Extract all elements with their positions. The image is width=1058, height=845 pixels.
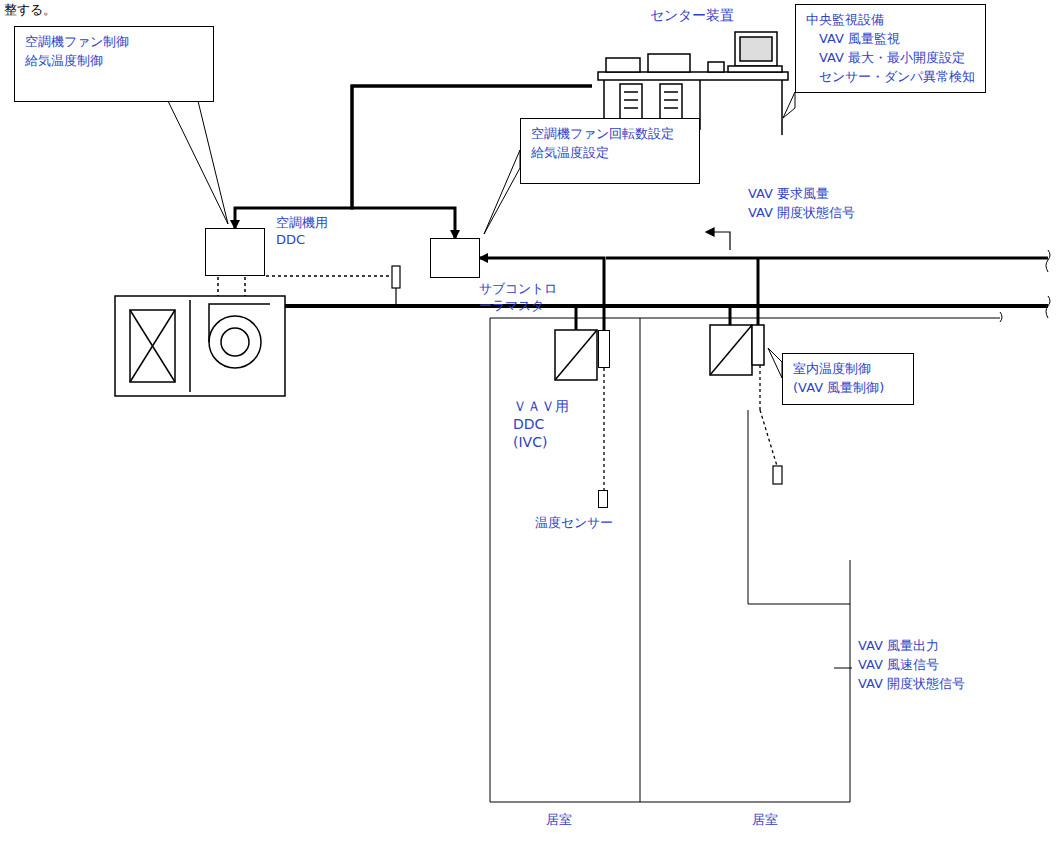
callout-text: 室内温度制御 (VAV 風量制御) (793, 360, 903, 398)
control-wire (218, 276, 392, 296)
duct (285, 250, 1050, 330)
air-handler (115, 296, 285, 396)
controller-label: サブコントローラマスタ (479, 281, 562, 315)
center-device: センター装置 (592, 6, 792, 136)
callout-box: 中央監視設備VAV 風量監視VAV 最大・最小開度設定センサー・ダンパ異常検知 (795, 4, 986, 93)
callout-text: VAV 風量監視 (806, 30, 975, 49)
room-label: 居室 (752, 812, 778, 829)
callout-text: 空調機ファン制御 (25, 33, 203, 52)
signal-label: VAV 開度状態信号 (748, 205, 855, 222)
controller-box: 空調機用 DDC (205, 228, 265, 276)
sensor-box: 温度センサー (598, 490, 608, 508)
callout-box: 室内温度制御 (VAV 風量制御) (782, 353, 914, 405)
signal-arrow (706, 228, 730, 250)
callout-text: 給気温度設定 (531, 144, 689, 163)
vav-unit (555, 325, 764, 380)
sensor-wire (760, 365, 777, 466)
output-wire (748, 410, 852, 668)
callout-text: センサー・ダンパ異常検知 (806, 68, 975, 87)
connector (480, 258, 604, 330)
connector (603, 368, 604, 490)
controller-box: ＶＡＶ用 DDC (IVC) (598, 330, 610, 368)
callout-text: 空調機ファン回転数設定 (531, 125, 689, 144)
signal-label: VAV 開度状態信号 (858, 676, 965, 693)
controller-label: 空調機用 DDC (276, 215, 336, 249)
room-label: 居室 (546, 812, 572, 829)
device-label: センター装置 (592, 6, 792, 24)
signal-label: VAV 要求風量 (748, 186, 829, 203)
sensor-label: 温度センサー (535, 515, 613, 532)
duct-sensor (392, 266, 400, 304)
callout-box: 空調機ファン回転数設定給気温度設定 (520, 118, 700, 184)
signal-bus (606, 258, 1048, 325)
controller-box: サブコントローラマスタ (430, 238, 480, 278)
callout-box: 空調機ファン制御給気温度制御 (14, 26, 214, 102)
signal-label: VAV 風量出力 (858, 638, 939, 655)
callout-text: 給気温度制御 (25, 52, 203, 71)
controller-label: ＶＡＶ用 DDC (IVC) (513, 397, 575, 452)
page-fragment: 整する。 (4, 2, 56, 19)
signal-label: VAV 風速信号 (858, 657, 939, 674)
callout-text: 中央監視設備 (806, 11, 975, 30)
callout-text: VAV 最大・最小開度設定 (806, 49, 975, 68)
room-wall (490, 312, 1002, 802)
room-sensor (773, 466, 782, 484)
